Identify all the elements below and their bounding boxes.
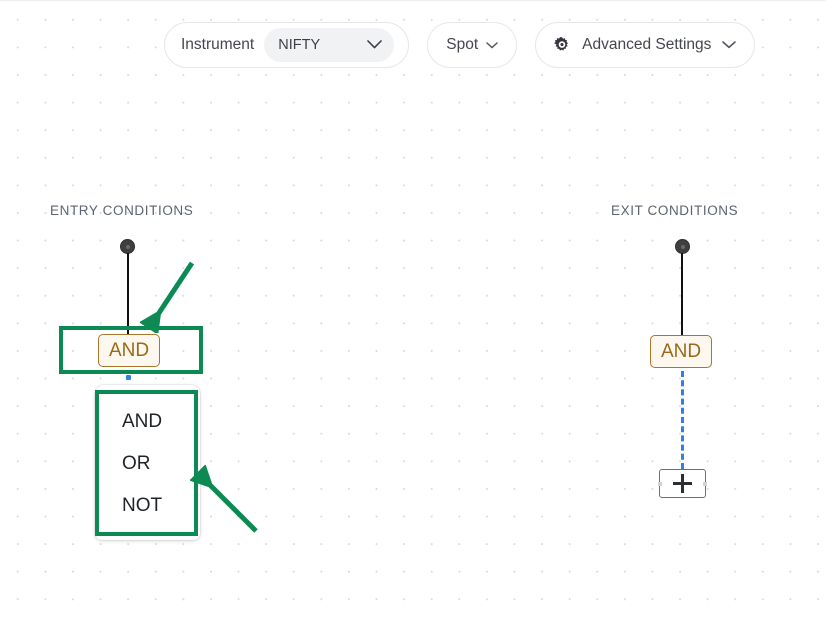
spot-label: Spot — [446, 36, 479, 53]
add-button-right-dot — [703, 481, 707, 486]
plus-icon-vertical — [681, 474, 684, 493]
entry-and-node[interactable]: AND — [98, 334, 160, 367]
top-divider — [0, 0, 826, 1]
instrument-selected-value: NIFTY — [278, 37, 321, 53]
entry-conditions-title: ENTRY CONDITIONS — [50, 203, 194, 218]
dropdown-option-and[interactable]: AND — [122, 411, 163, 432]
toolbar: Instrument NIFTY Spot — [164, 22, 756, 68]
add-button-left-dot — [658, 481, 662, 486]
exit-add-condition-button[interactable]: + — [658, 469, 707, 498]
instrument-label: Instrument — [181, 36, 255, 53]
advanced-settings-button[interactable]: Advanced Settings — [535, 22, 756, 68]
entry-connection-handle-icon[interactable] — [120, 239, 135, 254]
chevron-down-icon — [367, 36, 383, 54]
chevron-down-icon — [722, 36, 737, 54]
exit-and-node[interactable]: AND — [650, 335, 712, 368]
entry-edge-handle-to-and — [127, 253, 129, 340]
gear-icon — [553, 36, 571, 54]
exit-connection-handle-icon[interactable] — [675, 239, 690, 254]
annotation-arrow-to-dropdown — [190, 465, 258, 533]
entry-node-output-dot[interactable] — [126, 375, 131, 380]
instrument-select[interactable]: NIFTY — [264, 28, 395, 62]
chevron-down-icon — [486, 36, 498, 54]
dropdown-option-not[interactable]: NOT — [122, 495, 163, 516]
advanced-settings-label: Advanced Settings — [582, 36, 712, 53]
exit-conditions-title: EXIT CONDITIONS — [611, 203, 739, 218]
dropdown-option-or[interactable]: OR — [122, 453, 151, 474]
instrument-pill[interactable]: Instrument NIFTY — [164, 22, 410, 68]
entry-operator-dropdown[interactable]: AND OR NOT — [95, 385, 200, 540]
spot-button[interactable]: Spot — [427, 22, 518, 68]
annotation-arrow-to-and-node — [140, 261, 195, 333]
exit-edge-handle-to-and — [681, 253, 683, 338]
exit-edge-and-to-add — [681, 371, 684, 469]
